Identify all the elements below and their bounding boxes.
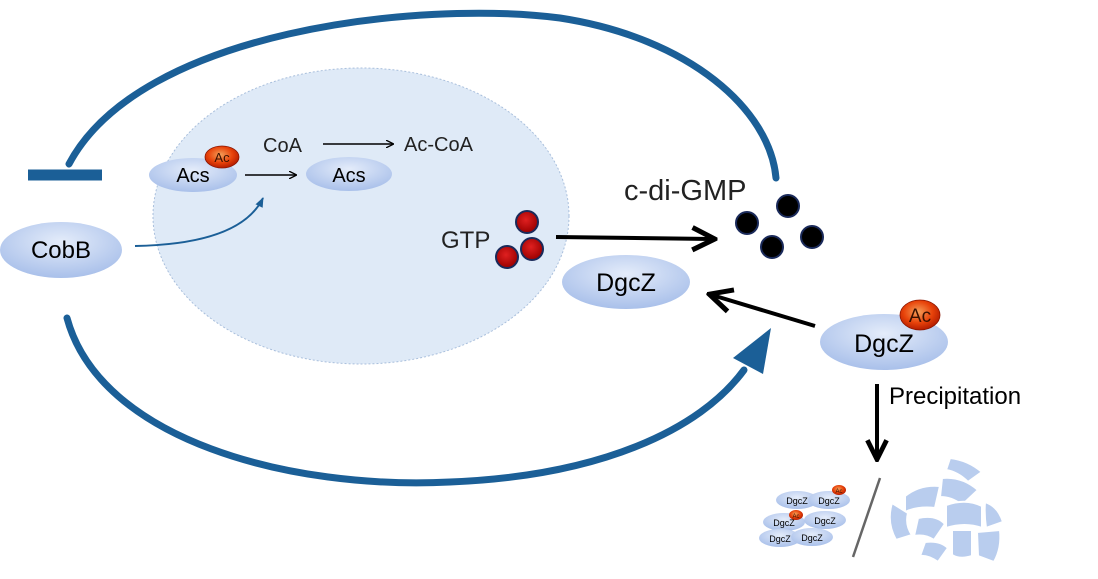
aggregated-fragments	[888, 456, 1005, 564]
activation-loop-arrowhead	[733, 328, 771, 374]
cdigmp-molecule	[776, 194, 800, 218]
dgcz-acetylated-label: DgcZ	[854, 330, 914, 358]
activation-loop-bottom	[63, 314, 748, 487]
precipitate-acetyl-badge	[789, 510, 803, 520]
inhibition-loop-top	[65, 9, 780, 182]
aggregate-fragment	[944, 456, 984, 484]
aggregate-fragment	[918, 540, 950, 564]
aggregate-fragment	[938, 476, 980, 507]
precipitate-protein	[791, 528, 833, 546]
gtp-molecule	[515, 210, 539, 234]
precipitate-label: DgcZ	[769, 534, 791, 544]
ac-coa-label: Ac-CoA	[404, 134, 474, 156]
dgcz-active-protein	[562, 255, 690, 309]
aggregate-fragment	[912, 515, 947, 542]
precipitate-label: DgcZ	[773, 518, 795, 528]
gtp-molecule	[520, 237, 544, 261]
precipitate-acetyl-label: Ac	[835, 489, 842, 495]
precipitate-label: DgcZ	[814, 516, 836, 526]
precipitate-label: DgcZ	[786, 496, 808, 506]
aggregate-fragment	[888, 501, 914, 542]
cobb-label: CobB	[31, 237, 91, 264]
precipitate-protein	[808, 491, 850, 509]
aggregate-fragment	[975, 528, 1002, 564]
cell-compartment	[152, 67, 570, 365]
acs-acetyl-badge	[204, 145, 240, 169]
precipitate-acetyl-label: Ac	[792, 514, 799, 520]
aggregate-fragment	[951, 529, 973, 559]
gtp-to-cdigmp-arrow	[555, 237, 712, 239]
cobb-deacetylation-arrow	[134, 197, 264, 247]
acs-label: Acs	[332, 165, 365, 187]
precipitate-acetyl-badge	[832, 485, 846, 495]
precipitate-label: DgcZ	[801, 533, 823, 543]
aggregate-fragment	[945, 500, 983, 530]
cdigmp-label: c-di-GMP	[624, 175, 746, 207]
precipitate-protein	[776, 491, 818, 509]
acs-acetylated-label: Acs	[176, 165, 209, 187]
precipitate-cluster: DgcZ DgcZ Ac DgcZ Ac DgcZ DgcZ DgcZ	[759, 485, 850, 547]
gtp-label: GTP	[441, 227, 490, 254]
aggregate-fragment	[983, 500, 1005, 530]
dgcz-active-label: DgcZ	[596, 269, 656, 297]
cdigmp-molecule	[800, 225, 824, 249]
dgcz-acetyl-badge-label: Ac	[909, 306, 931, 327]
precipitate-protein	[804, 511, 846, 529]
precipitate-divider	[851, 477, 882, 558]
cdigmp-molecule	[760, 235, 784, 259]
gtp-molecule	[495, 245, 519, 269]
cdigmp-molecule	[735, 211, 759, 235]
precipitation-label: Precipitation	[889, 383, 1021, 410]
acs-protein	[306, 157, 392, 191]
precipitate-protein	[759, 529, 801, 547]
aggregate-fragment	[904, 484, 942, 514]
dgcz-acetyl-badge	[899, 299, 941, 331]
cobb-protein	[0, 222, 122, 278]
precipitate-label: DgcZ	[818, 496, 840, 506]
coa-label: CoA	[263, 135, 303, 157]
deacetylation-arrow	[712, 295, 816, 328]
acs-acetyl-badge-label: Ac	[214, 150, 230, 165]
